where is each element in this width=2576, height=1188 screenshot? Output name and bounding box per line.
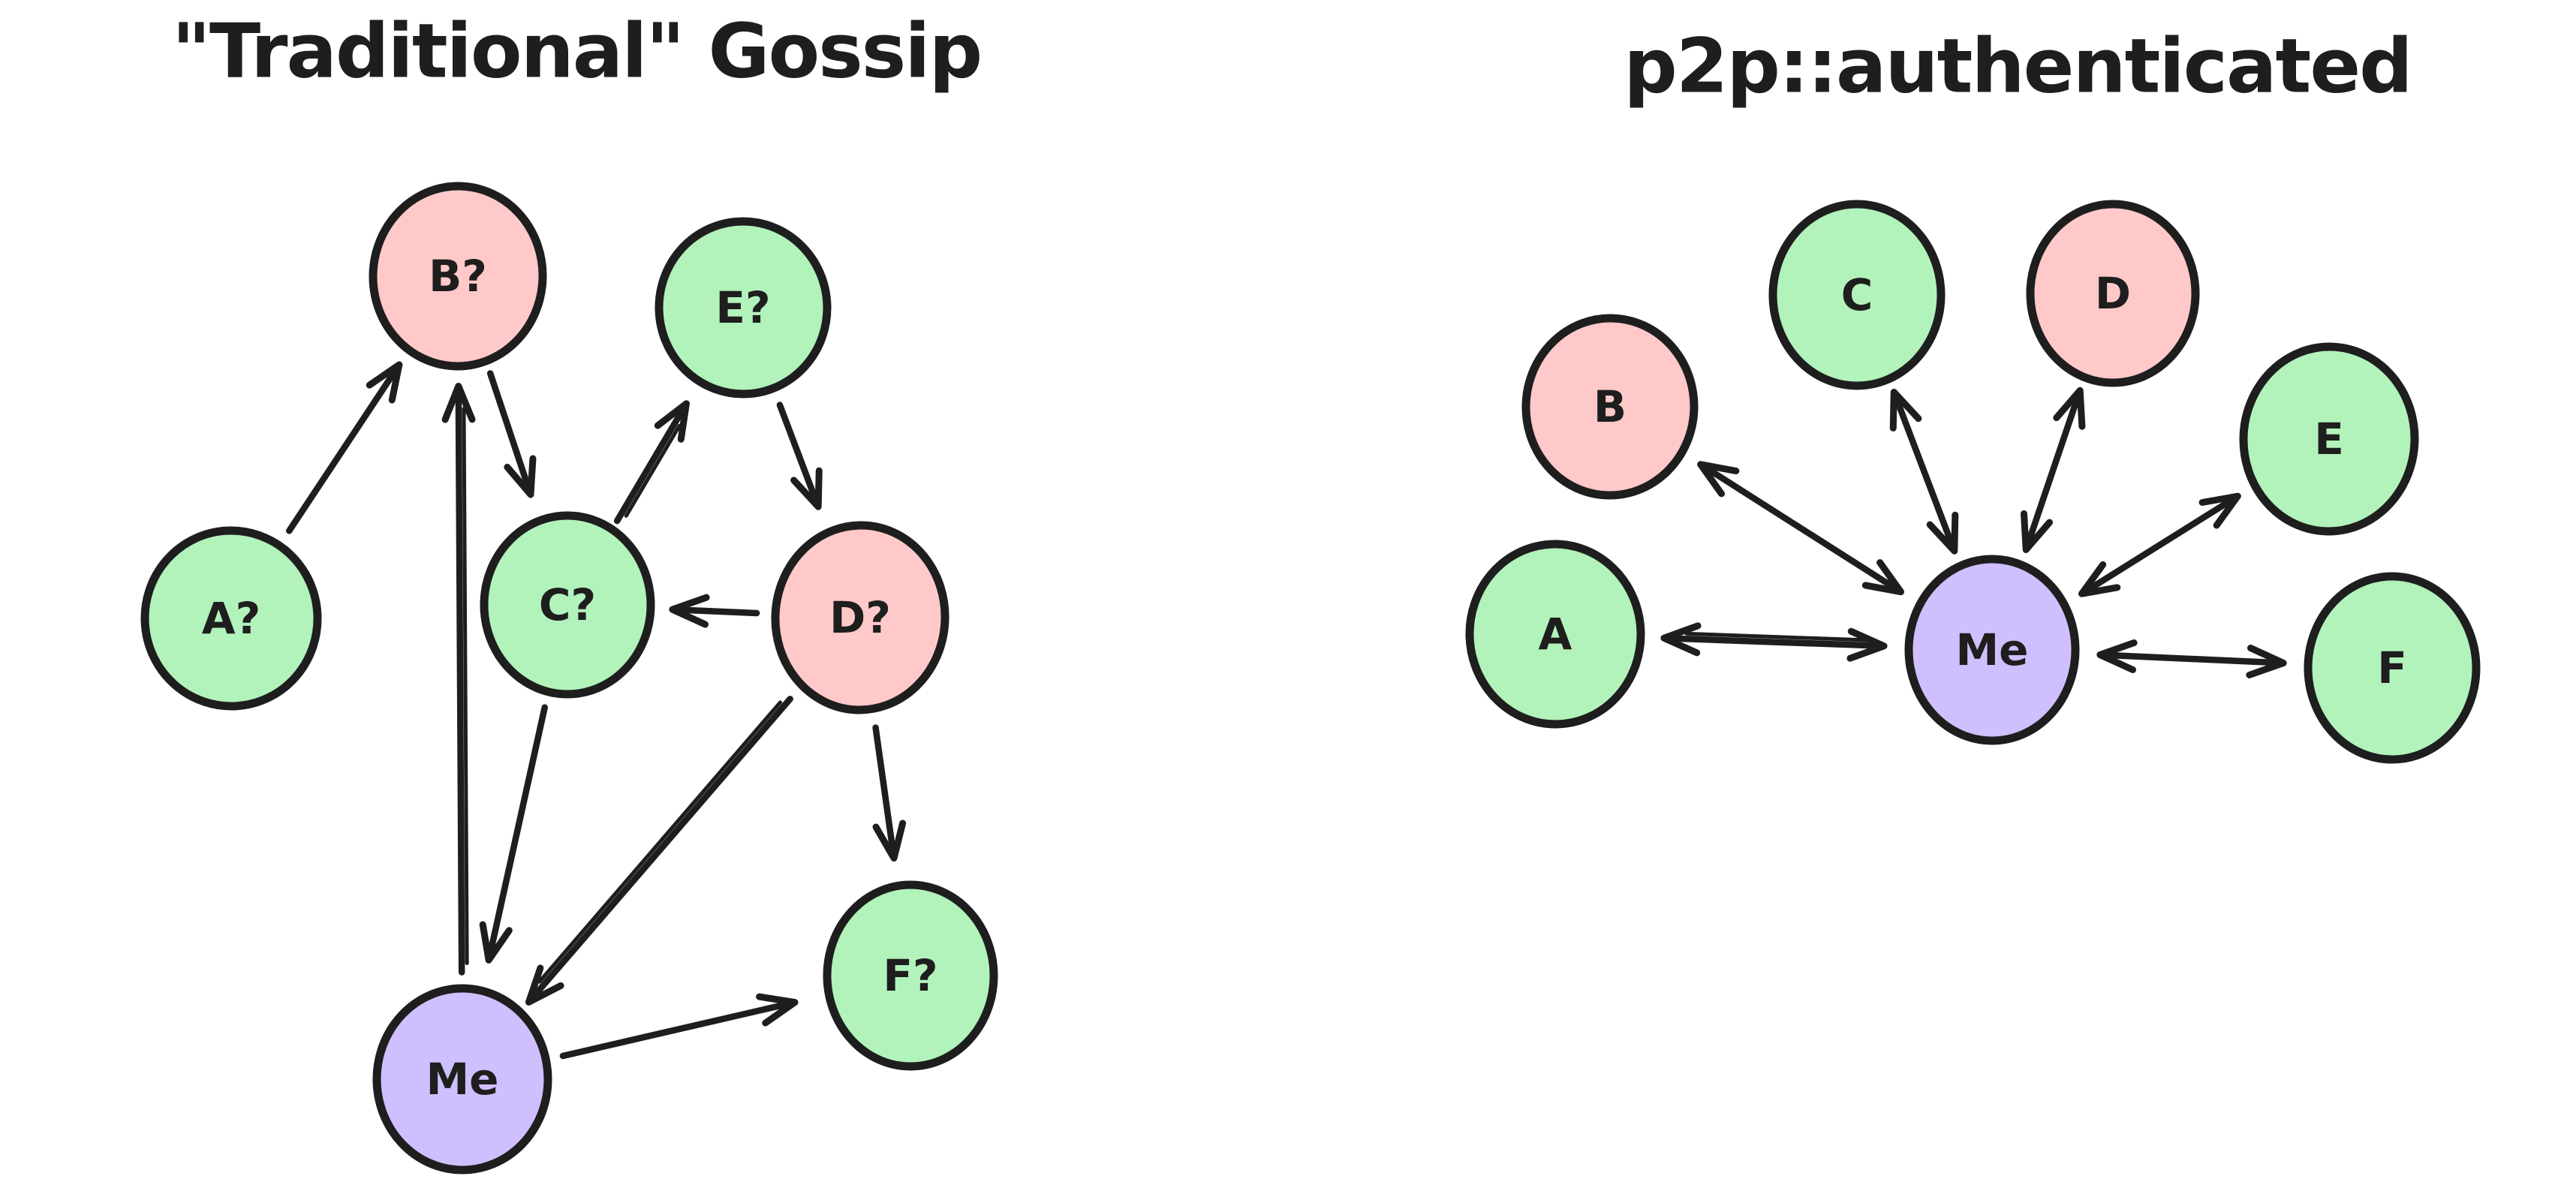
node-circle[interactable]: [1904, 555, 2080, 745]
node-circle[interactable]: [823, 880, 998, 1071]
arrow-Me-F[interactable]: [559, 993, 799, 1060]
node-label: B: [1593, 381, 1627, 432]
arrow-Me-A[interactable]: [1660, 622, 1888, 662]
arrow-Me-B[interactable]: [441, 382, 476, 976]
node-p2p-authenticated-A[interactable]: A: [1465, 540, 1645, 729]
node-p2p-authenticated-E[interactable]: E: [2239, 342, 2419, 536]
node-traditional-gossip-F[interactable]: F?: [823, 880, 998, 1071]
node-p2p-authenticated-B[interactable]: B: [1521, 314, 1699, 500]
node-label: D: [2095, 268, 2131, 319]
node-circle[interactable]: [2239, 342, 2419, 536]
node-p2p-authenticated-C[interactable]: C: [1768, 200, 1946, 390]
diagram-title-p2p-authenticated[interactable]: p2p::authenticated: [1624, 22, 2412, 110]
node-circle[interactable]: [480, 511, 655, 699]
diagram-p2p-authenticated: A B C D E F Me: [1465, 200, 2481, 764]
node-circle[interactable]: [655, 217, 832, 399]
arrow-D-Me[interactable]: [525, 696, 793, 1006]
arrow-D-C[interactable]: [669, 594, 760, 628]
node-label: E?: [715, 282, 770, 333]
node-circle[interactable]: [1521, 314, 1699, 500]
node-circle[interactable]: [771, 521, 950, 714]
node-label: Me: [426, 1054, 498, 1105]
node-traditional-gossip-B[interactable]: B?: [369, 182, 547, 371]
node-circle[interactable]: [1768, 200, 1946, 390]
node-traditional-gossip-E[interactable]: E?: [655, 217, 832, 399]
node-circle[interactable]: [140, 526, 322, 711]
node-p2p-authenticated-D[interactable]: D: [2026, 200, 2200, 387]
arrow-Me-B[interactable]: [1697, 461, 1905, 596]
node-circle[interactable]: [369, 182, 547, 371]
arrow-B-C[interactable]: [486, 370, 537, 498]
node-label: C?: [539, 579, 596, 630]
node-label: B?: [429, 251, 487, 302]
node-label: D?: [829, 592, 891, 643]
node-label: Me: [1955, 624, 2028, 675]
node-label: C: [1841, 269, 1873, 320]
node-traditional-gossip-A[interactable]: A?: [140, 526, 322, 711]
node-circle[interactable]: [2304, 572, 2481, 764]
node-p2p-authenticated-F[interactable]: F: [2304, 572, 2481, 764]
node-label: F?: [883, 950, 937, 1001]
node-label: A?: [202, 593, 261, 644]
diagram-title-traditional-gossip[interactable]: "Traditional" Gossip: [171, 7, 983, 95]
diagram-traditional-gossip: A? B? C? D? E? F? Me: [140, 182, 998, 1174]
node-label: F: [2377, 642, 2407, 693]
node-label: E: [2314, 414, 2344, 465]
arrow-D-F[interactable]: [872, 724, 907, 862]
arrow-A-B[interactable]: [286, 361, 403, 534]
arrow-C-E[interactable]: [613, 400, 690, 525]
arrow-Me-F[interactable]: [2096, 639, 2287, 678]
node-traditional-gossip-D[interactable]: D?: [771, 521, 950, 714]
node-circle[interactable]: [2026, 200, 2200, 387]
node-label: A: [1539, 609, 1572, 660]
arrow-E-D[interactable]: [776, 402, 823, 510]
node-circle[interactable]: [372, 984, 552, 1174]
arrow-Me-E[interactable]: [2078, 492, 2241, 597]
arrow-C-Me[interactable]: [479, 704, 548, 964]
node-traditional-gossip-Me[interactable]: Me: [372, 984, 552, 1174]
arrow-Me-D[interactable]: [2021, 386, 2086, 553]
node-p2p-authenticated-Me[interactable]: Me: [1904, 555, 2080, 745]
arrow-Me-C[interactable]: [1889, 388, 1959, 555]
node-traditional-gossip-C[interactable]: C?: [480, 511, 655, 699]
node-circle[interactable]: [1465, 540, 1645, 729]
